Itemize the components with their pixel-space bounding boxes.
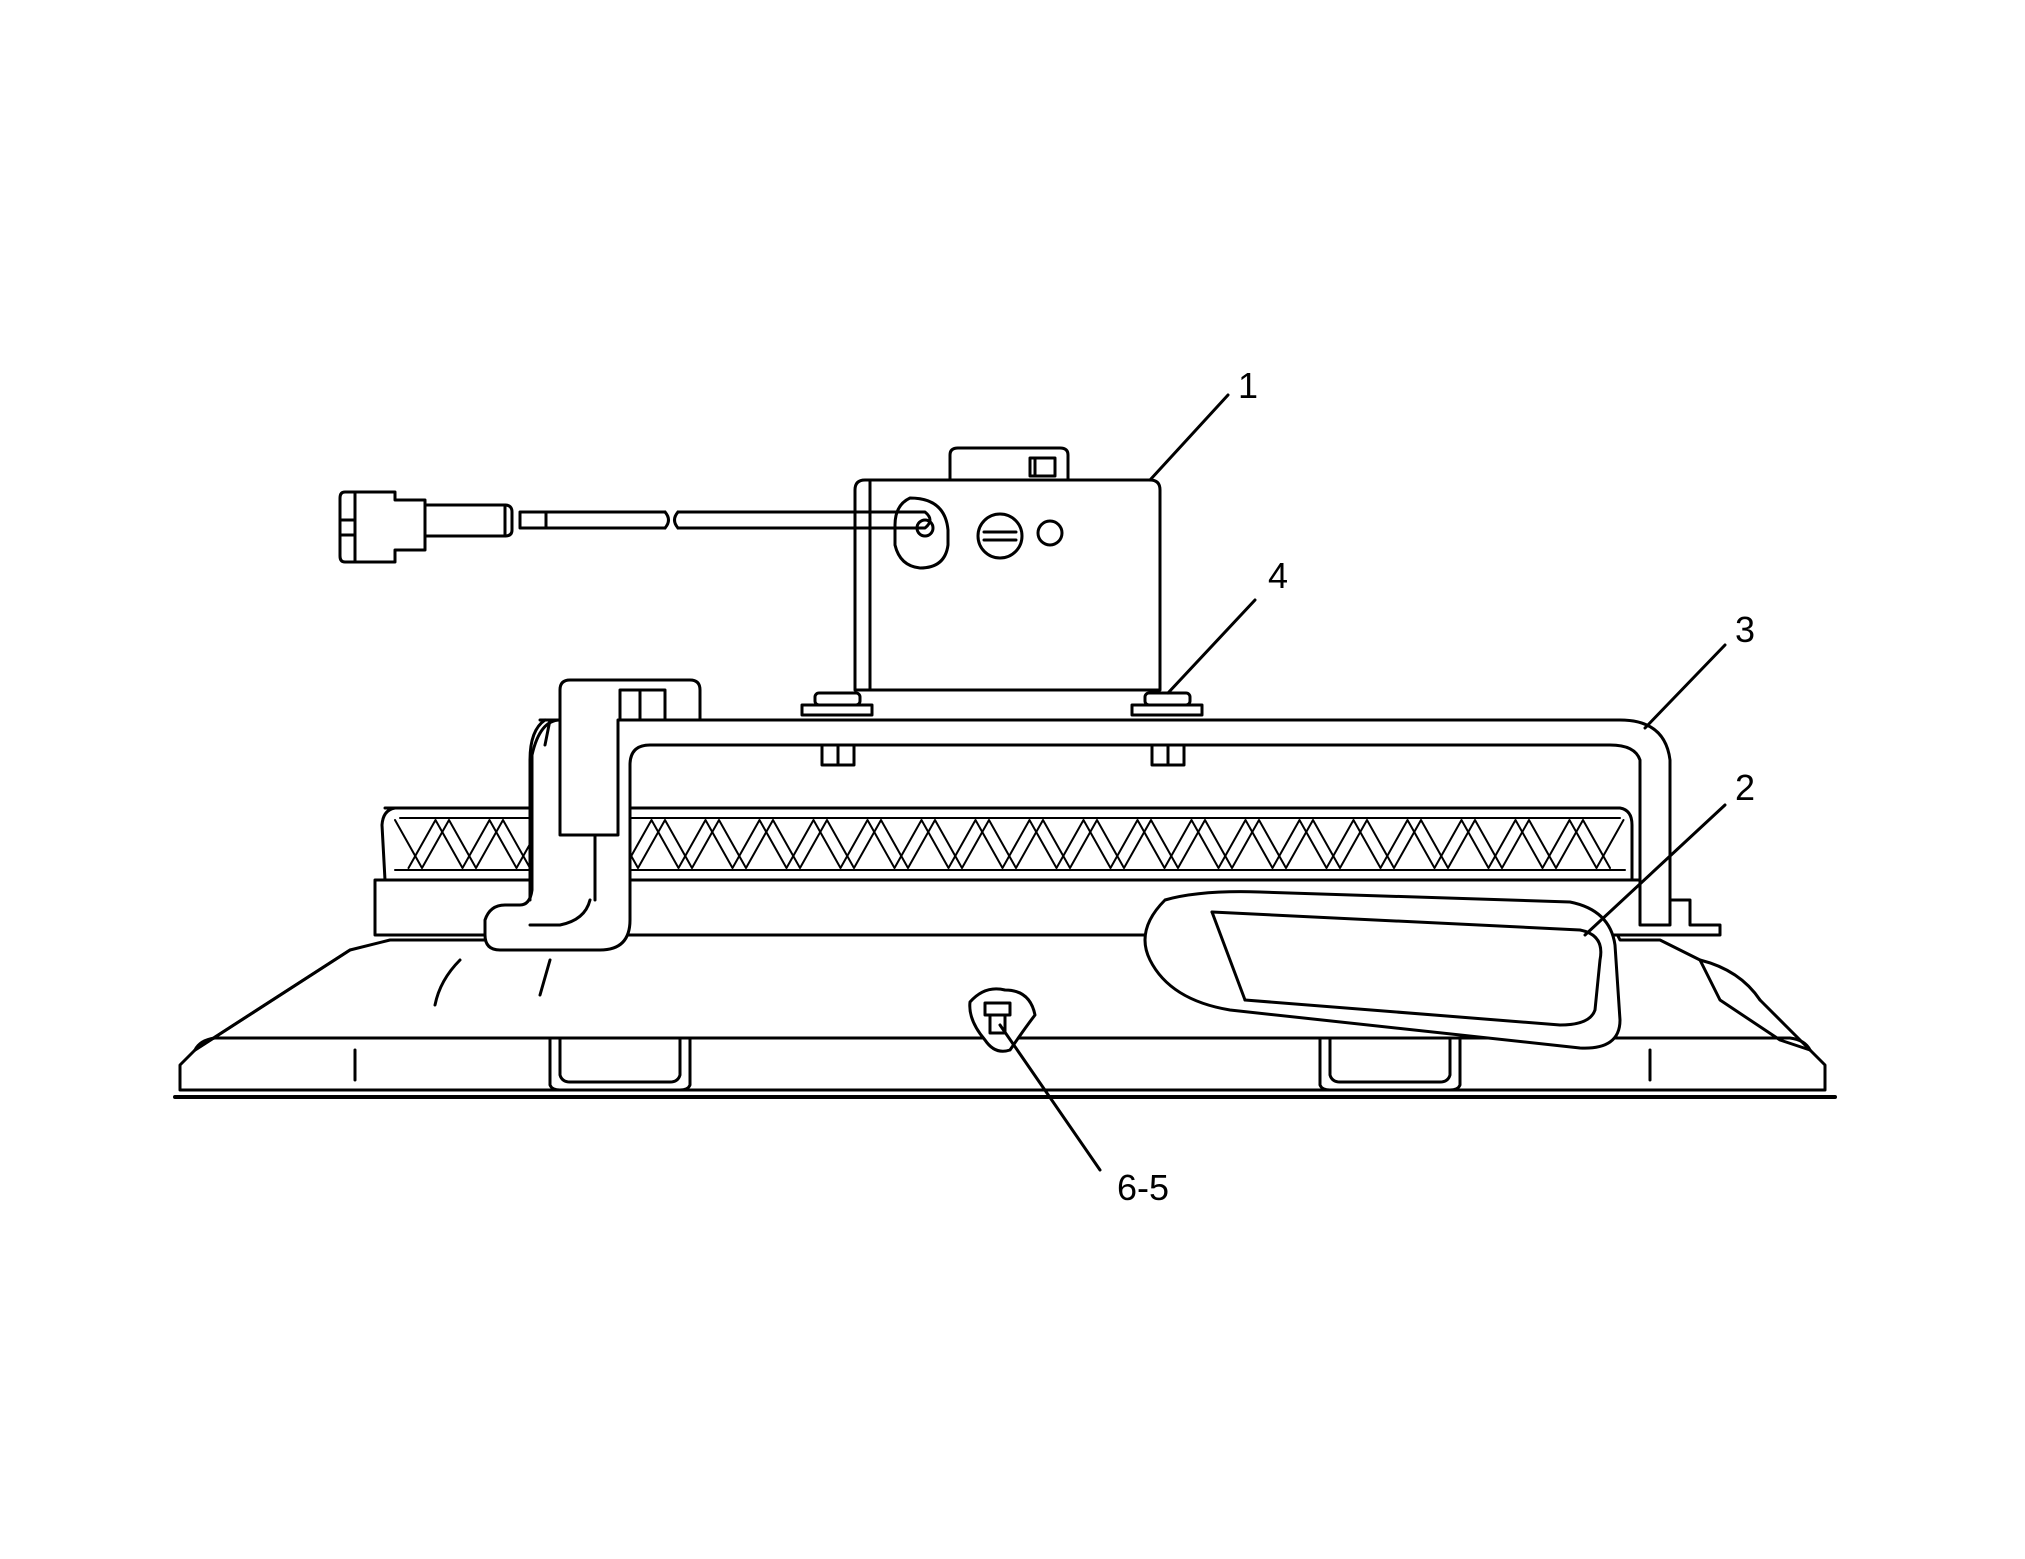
leader-4 <box>1166 598 1257 695</box>
radiator-core <box>380 806 1634 882</box>
locating-bolt <box>968 987 1037 1053</box>
callout-3: 3 <box>1735 609 1755 650</box>
seal-pad <box>1143 890 1622 1050</box>
motor-housing <box>853 446 1162 692</box>
leader-1 <box>1148 393 1230 482</box>
leader-3 <box>1643 643 1727 730</box>
leader-6-5 <box>998 1023 1102 1172</box>
side-bracket <box>528 678 702 927</box>
callout-2: 2 <box>1735 767 1755 808</box>
leader-2 <box>1583 803 1727 937</box>
callout-4: 4 <box>1268 555 1288 596</box>
callout-6-5: 6-5 <box>1117 1167 1169 1208</box>
wire-harness <box>338 490 932 564</box>
leader-lines <box>998 393 1727 1172</box>
callout-1: 1 <box>1238 365 1258 406</box>
callouts: 1 4 3 2 6-5 <box>1117 365 1755 1208</box>
